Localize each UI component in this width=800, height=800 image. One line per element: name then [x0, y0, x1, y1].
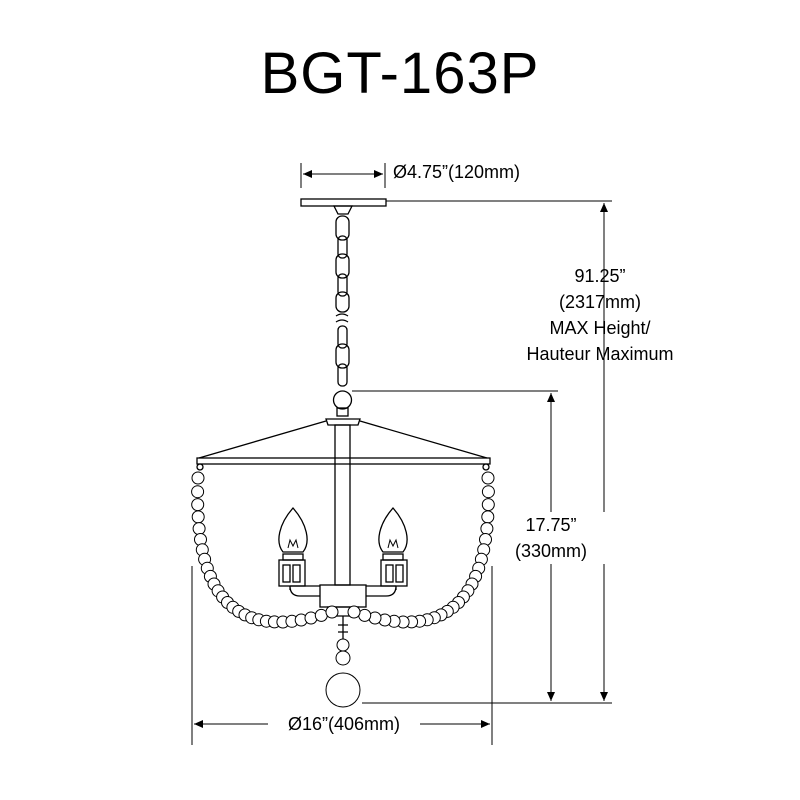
max-height-label: 91.25” (2317mm) MAX Height/ Hauteur Maxi…: [500, 263, 700, 367]
product-model-title: BGT-163P: [260, 41, 540, 106]
bead: [481, 471, 495, 485]
max-height-mm: (2317mm): [558, 292, 642, 312]
bottom-crystal-pendant: [325, 638, 361, 708]
bead: [481, 498, 495, 512]
bead: [191, 498, 205, 512]
bead: [480, 522, 494, 536]
right-candle-bulb: [378, 507, 408, 587]
bead: [347, 605, 361, 619]
canopy-dimension-line: [300, 163, 386, 188]
bead: [191, 485, 205, 499]
canopy: [300, 198, 387, 215]
max-height-label-en: MAX Height/: [549, 318, 651, 338]
body-height-mm: (330mm): [514, 541, 587, 561]
max-height-label-fr: Hauteur Maximum: [526, 344, 674, 364]
canopy-diameter-label: Ø4.75”(120mm): [393, 162, 521, 182]
left-candle-bulb: [278, 507, 308, 587]
width-dimension-line: [191, 566, 493, 745]
bead: [481, 485, 495, 499]
candle-arms: [289, 585, 397, 597]
bead: [314, 608, 328, 622]
body-height-value: 17.75”: [525, 515, 577, 535]
body-height-label: 17.75” (330mm): [496, 512, 606, 564]
right-bead-strand: [347, 471, 495, 629]
chain: [332, 215, 353, 417]
max-height-value: 91.25”: [574, 266, 626, 286]
width-diameter-label: Ø16”(406mm): [287, 714, 401, 734]
bead: [192, 522, 206, 536]
left-bead-strand: [191, 471, 339, 629]
bead: [191, 471, 205, 485]
bead: [191, 510, 205, 524]
frame: [196, 418, 491, 471]
bead: [481, 510, 495, 524]
center-stem: [319, 424, 367, 640]
bead: [358, 608, 372, 622]
bead: [325, 605, 339, 619]
